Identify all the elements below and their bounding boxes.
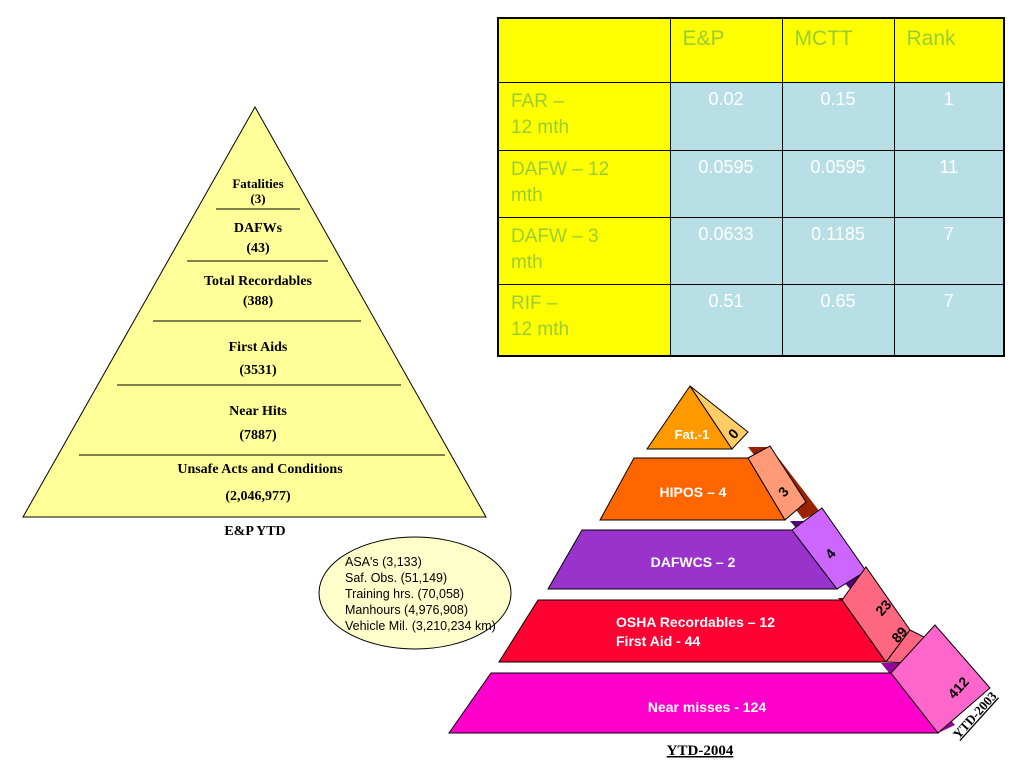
tier-recordables-value: (388): [243, 294, 274, 309]
tier-near-hits-label: Near Hits: [229, 404, 287, 419]
cell-rank: 7: [893, 284, 1005, 357]
tier-hipos-label: HIPOS – 4: [660, 484, 727, 500]
tier-dafwcs-label: DAFWCS – 2: [651, 554, 736, 570]
left-pyramid-caption: E&P YTD: [224, 524, 285, 539]
tier-osha-label-line1: OSHA Recordables – 12: [616, 614, 775, 630]
table-row: FAR –12 mth 0.02 0.15 1: [497, 82, 1005, 151]
cell-mctt: 0.15: [781, 82, 895, 151]
tier-unsafe-acts-value: (2,046,977): [225, 489, 291, 504]
rate-comparison-table: E&P MCTT Rank FAR –12 mth 0.02 0.15 1 DA…: [497, 17, 1005, 357]
tier-near-hits-value: (7887): [239, 428, 277, 443]
stat-safety-observations: Saf. Obs. (51,149): [345, 571, 448, 585]
tier-fatalities-value: (3): [250, 191, 265, 206]
tier-first-aids-value: (3531): [239, 363, 277, 378]
cell-ep: 0.0633: [669, 217, 783, 285]
cell-ep: 0.0595: [669, 150, 783, 218]
cell-rank: 7: [893, 217, 1005, 285]
stat-manhours: Manhours (4,976,908): [345, 603, 468, 617]
ytd-2004-caption: YTD-2004: [667, 743, 734, 759]
table-header-blank: [497, 17, 671, 83]
tier-near-misses-label: Near misses - 124: [648, 699, 767, 715]
table-header-ep: E&P: [669, 17, 783, 83]
table-header-rank: Rank: [893, 17, 1005, 83]
left-pyramid-body: [22, 105, 487, 518]
tier-osha-front: [498, 599, 887, 663]
tier-first-aids-label: First Aids: [229, 340, 288, 355]
cell-mctt: 0.0595: [781, 150, 895, 218]
tier-dafws-value: (43): [246, 241, 270, 256]
stat-asas: ASA's (3,133): [345, 555, 422, 569]
table-header-mctt: MCTT: [781, 17, 895, 83]
tier-recordables-label: Total Recordables: [204, 274, 313, 289]
cell-rank: 11: [893, 150, 1005, 218]
cell-ep: 0.51: [669, 284, 783, 357]
stat-vehicle-miles: Vehicle Mil. (3,210,234 km): [345, 619, 496, 633]
cell-mctt: 0.65: [781, 284, 895, 357]
row-label: FAR –12 mth: [497, 82, 671, 151]
tier-dafws-label: DAFWs: [234, 221, 283, 236]
safety-stats-list: ASA's (3,133) Saf. Obs. (51,149) Trainin…: [345, 554, 496, 634]
stat-training-hours: Training hrs. (70,058): [345, 587, 465, 601]
tier-fatalities-side: [689, 385, 749, 450]
tier-fatalities-label: Fat.-1: [675, 427, 710, 442]
table-header-row: E&P MCTT Rank: [497, 17, 1005, 83]
safety-stats-ellipse: [318, 536, 512, 650]
table-row: RIF –12 mth 0.51 0.65 7: [497, 284, 1005, 357]
cell-ep: 0.02: [669, 82, 783, 151]
tier-hipos-side: [747, 445, 807, 521]
cell-rank: 1: [893, 82, 1005, 151]
tier-osha-label-line2: First Aid - 44: [616, 633, 700, 649]
row-label: RIF –12 mth: [497, 284, 671, 357]
tier-unsafe-acts-label: Unsafe Acts and Conditions: [177, 462, 343, 477]
tier-near-misses-side: [890, 624, 991, 734]
tier-fatalities-label: Fatalities: [232, 176, 283, 191]
